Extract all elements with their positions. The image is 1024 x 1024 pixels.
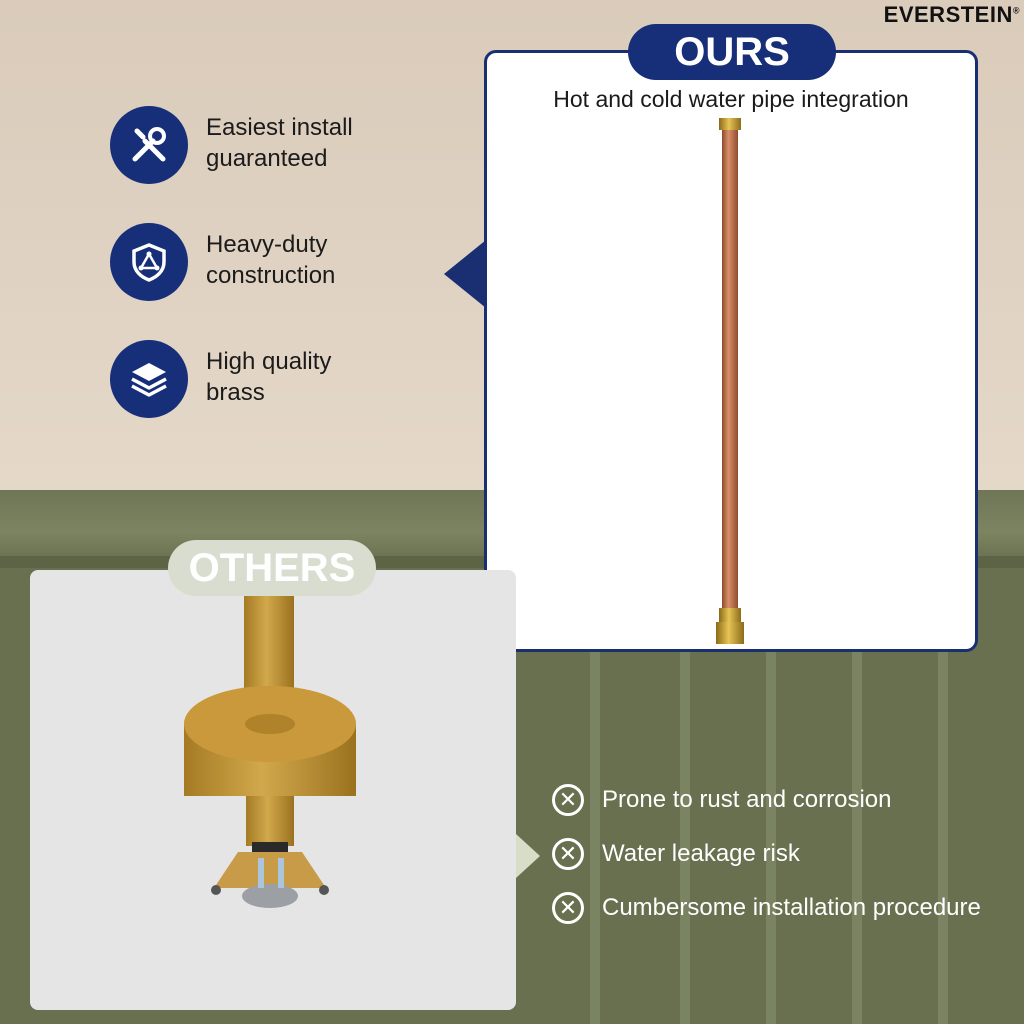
x-circle-icon: ✕ bbox=[552, 784, 584, 816]
wall-panel-line bbox=[680, 640, 690, 1024]
wall-panel-line bbox=[938, 640, 948, 1024]
con-item: ✕ Water leakage risk bbox=[552, 836, 1022, 876]
wall-panel-line bbox=[766, 640, 776, 1024]
feature-easy-install: Easiest install guaranteed bbox=[110, 106, 430, 186]
feature-heavy-duty: Heavy-duty construction bbox=[110, 223, 430, 303]
wall-panel-line bbox=[590, 640, 600, 1024]
x-circle-icon: ✕ bbox=[552, 838, 584, 870]
others-pointer bbox=[516, 834, 540, 878]
ours-badge: OURS bbox=[628, 24, 836, 80]
con-item: ✕ Cumbersome installation procedure bbox=[552, 890, 1022, 930]
feature-label: Heavy-duty construction bbox=[206, 231, 336, 289]
others-badge: OTHERS bbox=[168, 540, 376, 596]
wall-panel-line bbox=[852, 640, 862, 1024]
feature-label: High quality brass bbox=[206, 348, 332, 406]
x-circle-icon: ✕ bbox=[552, 892, 584, 924]
con-item: ✕ Prone to rust and corrosion bbox=[552, 782, 1022, 822]
others-valve-image bbox=[184, 596, 356, 908]
ours-subtitle: Hot and cold water pipe integration bbox=[553, 86, 909, 112]
brand-logo: EVERSTEIN® bbox=[883, 2, 1020, 27]
tools-icon bbox=[110, 106, 188, 184]
feature-label: Easiest install guaranteed bbox=[206, 114, 353, 172]
feature-high-quality-brass: High quality brass bbox=[110, 340, 430, 420]
copper-pipe-image bbox=[716, 118, 744, 644]
ours-pointer bbox=[444, 240, 486, 308]
layers-icon bbox=[110, 340, 188, 418]
shield-icon bbox=[110, 223, 188, 301]
